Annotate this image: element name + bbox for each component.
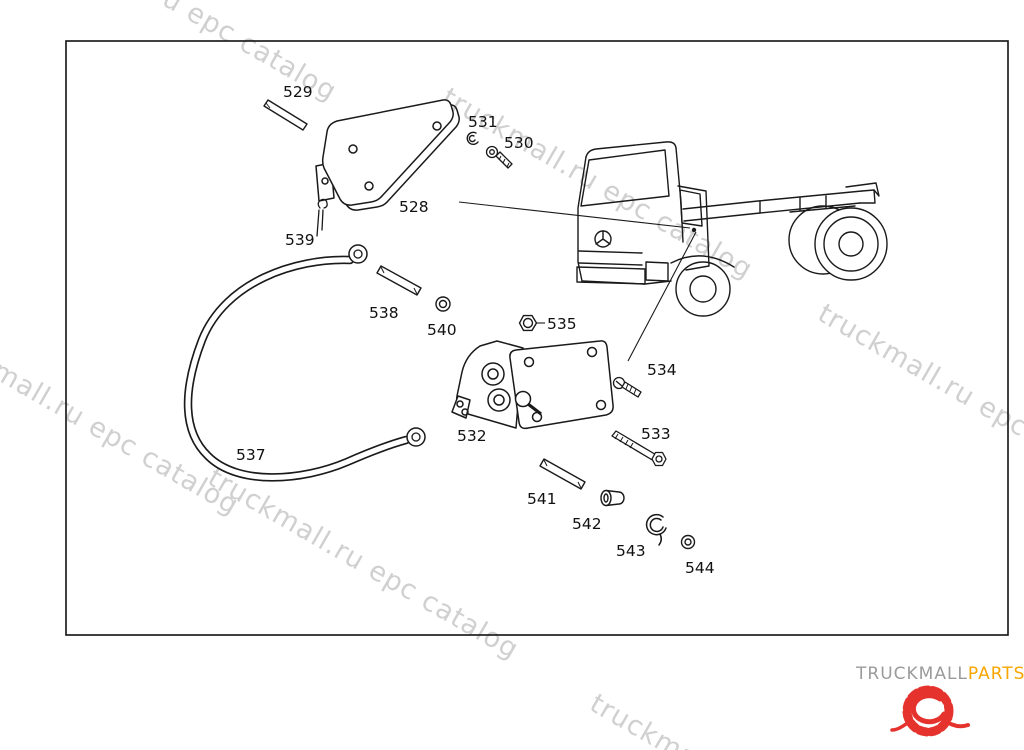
- part-labels: 529 531 530 528 539 538 540 535 534 532 …: [236, 83, 715, 577]
- part-label-531[interactable]: 531: [468, 113, 498, 131]
- part-538-drawing: [376, 265, 422, 296]
- part-label-530[interactable]: 530: [504, 134, 534, 152]
- part-532-drawing: [451, 340, 614, 430]
- part-label-543[interactable]: 543: [616, 542, 646, 560]
- brand-suffix-text: PARTS: [967, 664, 1024, 684]
- part-540-drawing: [435, 296, 451, 312]
- brand-text: TRUCKMALL: [856, 664, 968, 684]
- part-533-drawing: [611, 430, 667, 467]
- part-label-532[interactable]: 532: [457, 427, 487, 445]
- gear-icon: [890, 685, 970, 737]
- part-542-drawing: [600, 489, 625, 507]
- part-label-528[interactable]: 528: [399, 198, 429, 216]
- part-535-drawing: [518, 314, 538, 332]
- part-label-540[interactable]: 540: [427, 321, 457, 339]
- part-537-drawing: [183, 244, 426, 482]
- part-label-535[interactable]: 535: [547, 315, 577, 333]
- part-543-drawing: [645, 513, 667, 546]
- part-529-drawing: [263, 99, 308, 131]
- truck-illustration: [576, 141, 888, 317]
- part-531-drawing: [466, 131, 479, 146]
- leader-lines: [458, 201, 697, 362]
- part-530-drawing: [485, 145, 513, 169]
- diagram-border: [65, 40, 1009, 636]
- part-539-drawing: [316, 198, 328, 237]
- part-label-533[interactable]: 533: [641, 425, 671, 443]
- brand-logo: TRUCKMALLPARTS: [856, 664, 1024, 684]
- part-label-537[interactable]: 537: [236, 446, 266, 464]
- part-label-534[interactable]: 534: [647, 361, 677, 379]
- part-544-drawing: [680, 534, 696, 550]
- part-label-529[interactable]: 529: [283, 83, 313, 101]
- part-label-544[interactable]: 544: [685, 559, 715, 577]
- part-541-drawing: [539, 458, 586, 490]
- part-label-541[interactable]: 541: [527, 490, 557, 508]
- part-label-538[interactable]: 538: [369, 304, 399, 322]
- part-528-drawing: [315, 99, 460, 211]
- part-label-542[interactable]: 542: [572, 515, 602, 533]
- part-label-539[interactable]: 539: [285, 231, 315, 249]
- part-534-drawing: [612, 376, 642, 398]
